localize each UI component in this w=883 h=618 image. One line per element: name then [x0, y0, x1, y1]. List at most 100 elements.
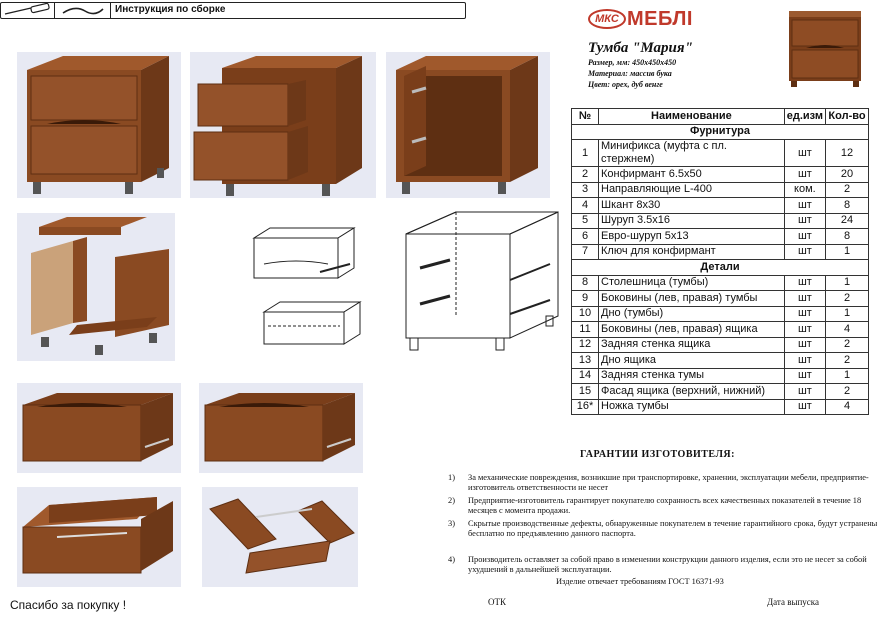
- warranty-num: 1): [448, 473, 455, 482]
- color-value: орех, дуб венге: [612, 80, 663, 89]
- cell-name: Боковины (лев, правая) тумбы: [598, 290, 785, 307]
- thanks-text: Спасибо за покупку !: [10, 598, 127, 612]
- cell-unit: шт: [783, 228, 827, 245]
- material-value: массив бука: [629, 69, 672, 78]
- cell-name: Столешница (тумбы): [598, 274, 785, 291]
- cell-num: 8: [571, 274, 599, 291]
- cell-qty: 24: [825, 212, 869, 229]
- cell-num: 13: [571, 352, 599, 369]
- cell-unit: шт: [783, 166, 827, 183]
- cell-qty: 2: [825, 336, 869, 353]
- size-value: 450х450х450: [632, 58, 677, 67]
- col-qty-header: Кол-во: [825, 108, 869, 125]
- cell-name: Дно (тумбы): [598, 305, 785, 322]
- cell-qty: 4: [825, 321, 869, 338]
- warranty-item-2: 2) Предприятие-изготовитель гарантирует …: [448, 496, 880, 518]
- cell-num: 16*: [571, 398, 599, 415]
- product-title: Тумба "Мария": [588, 40, 693, 56]
- illustration-drawer-exploded: [202, 487, 358, 587]
- cell-name: Евро-шуруп 5х13: [598, 228, 785, 245]
- warranty-text: Производитель оставляет за собой право в…: [468, 555, 867, 574]
- cell-num: 12: [571, 336, 599, 353]
- cell-unit: шт: [783, 367, 827, 384]
- table-header-row: № Наименование ед.изм Кол-во: [571, 108, 869, 125]
- cell-name: Дно ящика: [598, 352, 785, 369]
- header-bar: Инструкция по сборке: [0, 2, 466, 19]
- cell-name: Задняя стенка ящика: [598, 336, 785, 353]
- cell-name: Фасад ящика (верхний, нижний): [598, 383, 785, 400]
- cell-qty: 4: [825, 398, 869, 415]
- warranty-text: Предприятие-изготовитель гарантирует пок…: [468, 496, 862, 515]
- size-label: Размер, мм:: [588, 58, 631, 67]
- allen-key-icon: [55, 3, 111, 18]
- cell-name: Направляющие L-400: [598, 181, 785, 198]
- cell-name: Минификса (муфта с пл. стержнем): [598, 139, 785, 167]
- cell-num: 2: [571, 166, 599, 183]
- cell-unit: шт: [783, 139, 827, 167]
- material-label: Материал:: [588, 69, 628, 78]
- cell-num: 10: [571, 305, 599, 322]
- col-name-header: Наименование: [598, 108, 785, 125]
- otk-label: ОТК: [488, 597, 506, 607]
- cell-num: 14: [571, 367, 599, 384]
- cell-num: 4: [571, 197, 599, 214]
- product-size: Размер, мм: 450х450х450: [588, 58, 676, 67]
- section-title: Детали: [571, 259, 869, 276]
- cell-qty: 12: [825, 139, 869, 167]
- cell-num: 15: [571, 383, 599, 400]
- cell-qty: 1: [825, 274, 869, 291]
- cell-name: Шуруп 3.5х16: [598, 212, 785, 229]
- cell-unit: шт: [783, 243, 827, 260]
- cell-qty: 2: [825, 290, 869, 307]
- cell-unit: шт: [783, 398, 827, 415]
- cell-qty: 2: [825, 352, 869, 369]
- col-num-header: №: [571, 108, 599, 125]
- warranty-title: ГАРАНТИИ ИЗГОТОВИТЕЛЯ:: [580, 449, 735, 460]
- cell-name: Боковины (лев, правая) ящика: [598, 321, 785, 338]
- cell-num: 3: [571, 181, 599, 198]
- drawer-frame-drawing-1: [250, 224, 360, 286]
- screwdriver-icon: [1, 3, 55, 18]
- color-label: Цвет:: [588, 80, 611, 89]
- cell-unit: шт: [783, 321, 827, 338]
- warranty-num: 3): [448, 519, 455, 528]
- cell-name: Задняя стенка тумы: [598, 367, 785, 384]
- illustration-exploded-cabinet: [17, 213, 175, 361]
- col-unit-header: ед.изм: [783, 108, 827, 125]
- cell-name: Конфирмант 6.5х50: [598, 166, 785, 183]
- cell-qty: 20: [825, 166, 869, 183]
- table-section-row: Фурнитура: [571, 123, 869, 140]
- section-title: Фурнитура: [571, 123, 869, 140]
- cell-unit: шт: [783, 274, 827, 291]
- cell-qty: 8: [825, 228, 869, 245]
- cell-num: 6: [571, 228, 599, 245]
- brand-logo-text: МЕБЛІ: [627, 8, 693, 30]
- product-photo: [786, 8, 864, 90]
- cell-qty: 2: [825, 181, 869, 198]
- cell-name: Шкант 8х30: [598, 197, 785, 214]
- cell-unit: шт: [783, 383, 827, 400]
- drawer-frame-drawing-2: [260, 298, 364, 350]
- cell-unit: шт: [783, 290, 827, 307]
- illustration-drawer-front-1: [17, 383, 181, 473]
- cell-num: 7: [571, 243, 599, 260]
- cell-qty: 8: [825, 197, 869, 214]
- cell-unit: шт: [783, 197, 827, 214]
- warranty-num: 4): [448, 555, 455, 564]
- cell-num: 1: [571, 139, 599, 167]
